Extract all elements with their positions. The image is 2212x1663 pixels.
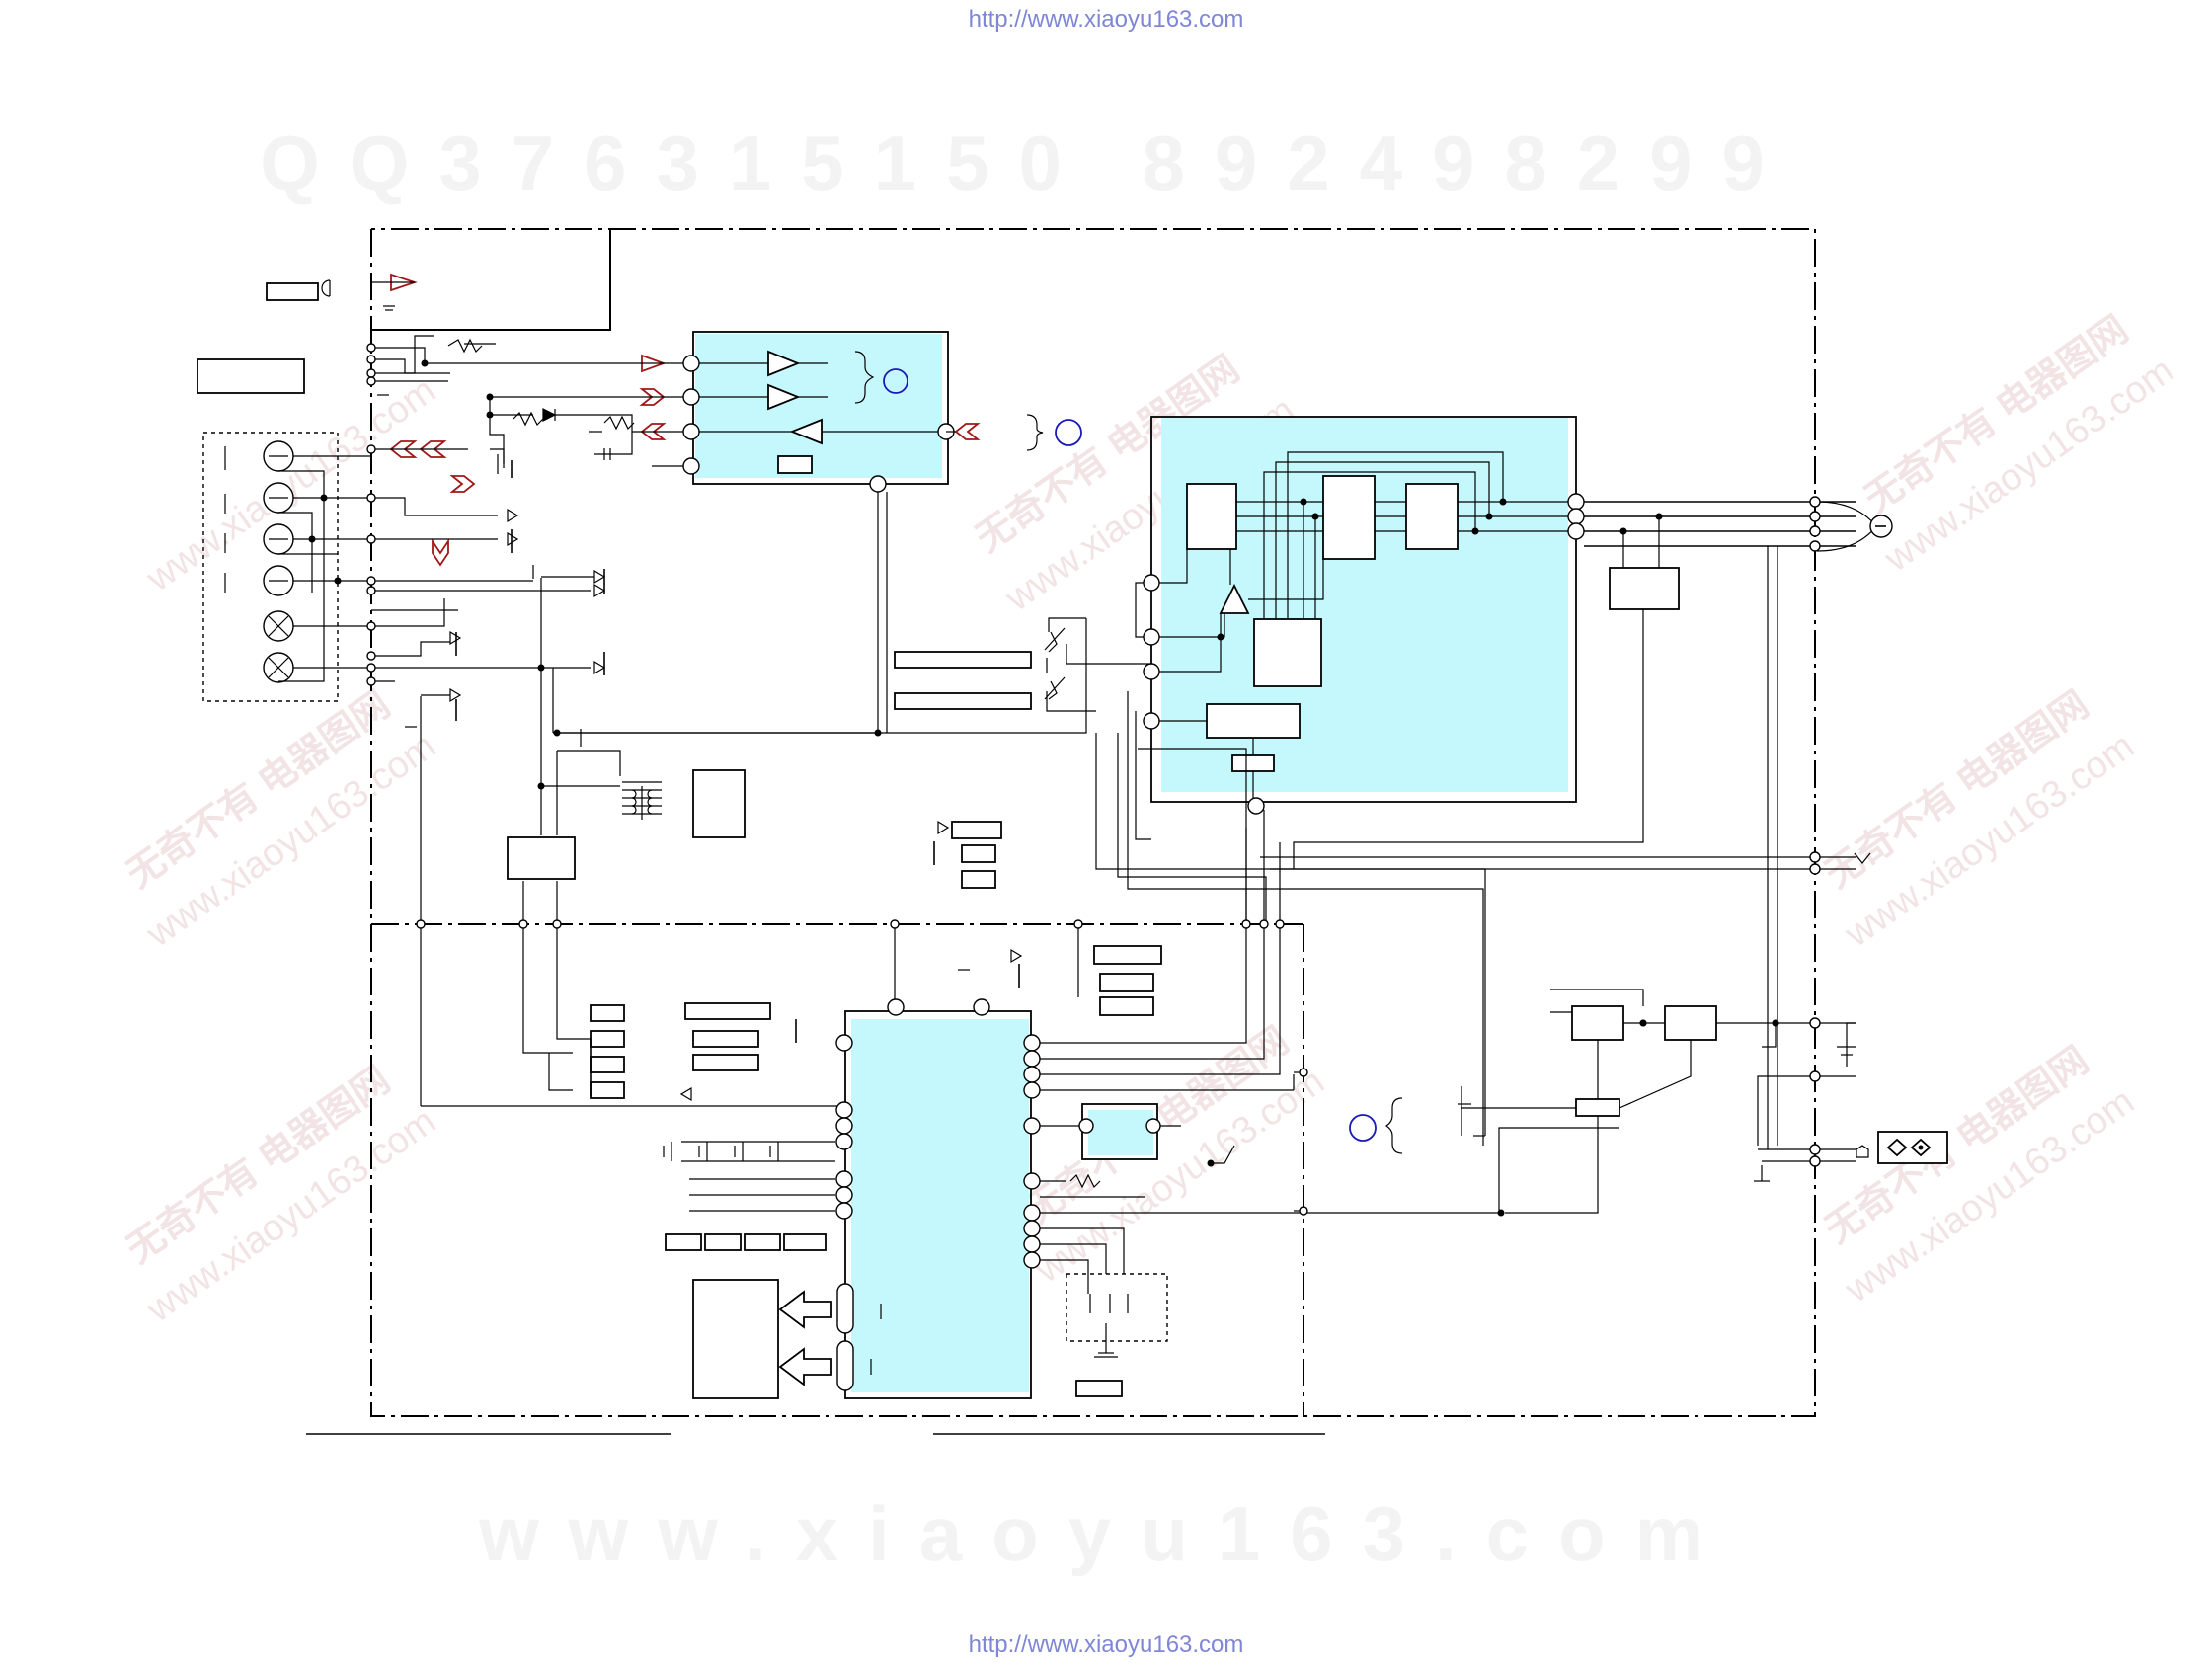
bus-arrow-1	[778, 1290, 832, 1329]
block-mcu-c	[1099, 996, 1154, 1016]
block-key-1	[665, 1233, 702, 1251]
source-url-bottom[interactable]: http://www.xiaoyu163.com	[968, 1631, 1244, 1658]
block-switch-c	[590, 1056, 625, 1073]
watermark-qq: QQ376315150 892498299	[260, 119, 1794, 206]
center-blocks	[507, 651, 1032, 880]
brace-ic1	[854, 351, 875, 404]
block-key-4	[783, 1233, 827, 1251]
block-key-3	[744, 1233, 781, 1251]
dsp-block-b	[1322, 475, 1376, 560]
red-arrow-tape-3	[449, 475, 476, 493]
blue-circle-ic1	[883, 368, 908, 394]
ic-main-dsp	[1135, 416, 1585, 815]
block-top-b	[961, 844, 996, 863]
red-arrow-down	[432, 538, 449, 567]
block-key-2	[704, 1233, 742, 1251]
ic-main-dsp-outline	[1150, 416, 1577, 803]
lcd-block	[692, 1279, 779, 1399]
blue-circle-mcu	[1349, 1114, 1377, 1142]
source-url-top[interactable]: http://www.xiaoyu163.com	[968, 6, 1244, 33]
dsp-block-e	[1206, 703, 1301, 739]
block-mcu-a	[1093, 945, 1162, 965]
label-box-1	[894, 651, 1032, 669]
dsp-amp	[1219, 583, 1250, 614]
watermark-url-8: www.xiaoyu163.com	[138, 369, 443, 600]
red-arrow-out	[954, 423, 981, 440]
watermark-site: www.xiaoyu163.com	[478, 1490, 1734, 1577]
block-out-regulator	[1609, 567, 1680, 610]
key-switches	[663, 1141, 1129, 1313]
passive-parts	[447, 338, 1101, 1189]
block-switch-b	[590, 1030, 625, 1048]
block-mcu-b	[1099, 973, 1154, 992]
board-connectors	[366, 343, 1308, 1216]
block-power-2	[1664, 1005, 1717, 1041]
grounds-and-arrows	[377, 305, 1118, 1358]
dsp-block-a	[1186, 483, 1237, 550]
block-regulator	[507, 836, 576, 880]
output-lines	[1260, 496, 1893, 1149]
junctions	[308, 359, 1779, 1217]
power-section	[1462, 989, 1948, 1214]
transistors	[455, 460, 1020, 1096]
block-switch-d	[590, 1081, 625, 1099]
main-board-outline	[370, 228, 1816, 1417]
brace-out	[1026, 414, 1044, 451]
switch-group-dotted	[1066, 1273, 1168, 1342]
ic-mcu	[692, 998, 1041, 1399]
diagonal-watermarks: 无奇不有 电器图网 www.xiaoyu163.com 无奇不有 电器图网 ww…	[119, 309, 2181, 1331]
brace-mcu	[1384, 1097, 1403, 1154]
ic-audio-amp	[652, 331, 955, 493]
mic-label-box	[266, 282, 319, 301]
block-left-a	[684, 1002, 771, 1020]
block-left-b	[692, 1030, 759, 1048]
block-power-3	[1575, 1098, 1620, 1117]
ic-audio-amp-outline	[692, 331, 949, 485]
block-bottom	[1075, 1380, 1123, 1397]
jack-group-outline	[202, 432, 339, 702]
mcu-side-blocks	[590, 821, 1181, 1397]
remote-label-box	[197, 358, 305, 394]
label-box-2	[894, 692, 1032, 710]
bus-arrow-2	[778, 1347, 832, 1386]
dsp-block-d	[1253, 618, 1322, 687]
block-transformer-driver	[692, 769, 746, 838]
top-left-sub-outline	[371, 229, 611, 331]
block-top-a	[951, 821, 1002, 839]
block-switch-a	[590, 1004, 625, 1022]
dsp-block-f	[1231, 754, 1275, 772]
dsp-block-c	[1405, 483, 1459, 550]
block-left-c	[692, 1054, 759, 1071]
left-wiring	[371, 335, 1620, 1354]
blue-circle-out	[1055, 419, 1082, 446]
block-top-c	[961, 870, 996, 889]
ic1-sub-block	[777, 455, 813, 474]
input-jacks	[197, 279, 371, 702]
block-power-1	[1571, 1005, 1624, 1041]
